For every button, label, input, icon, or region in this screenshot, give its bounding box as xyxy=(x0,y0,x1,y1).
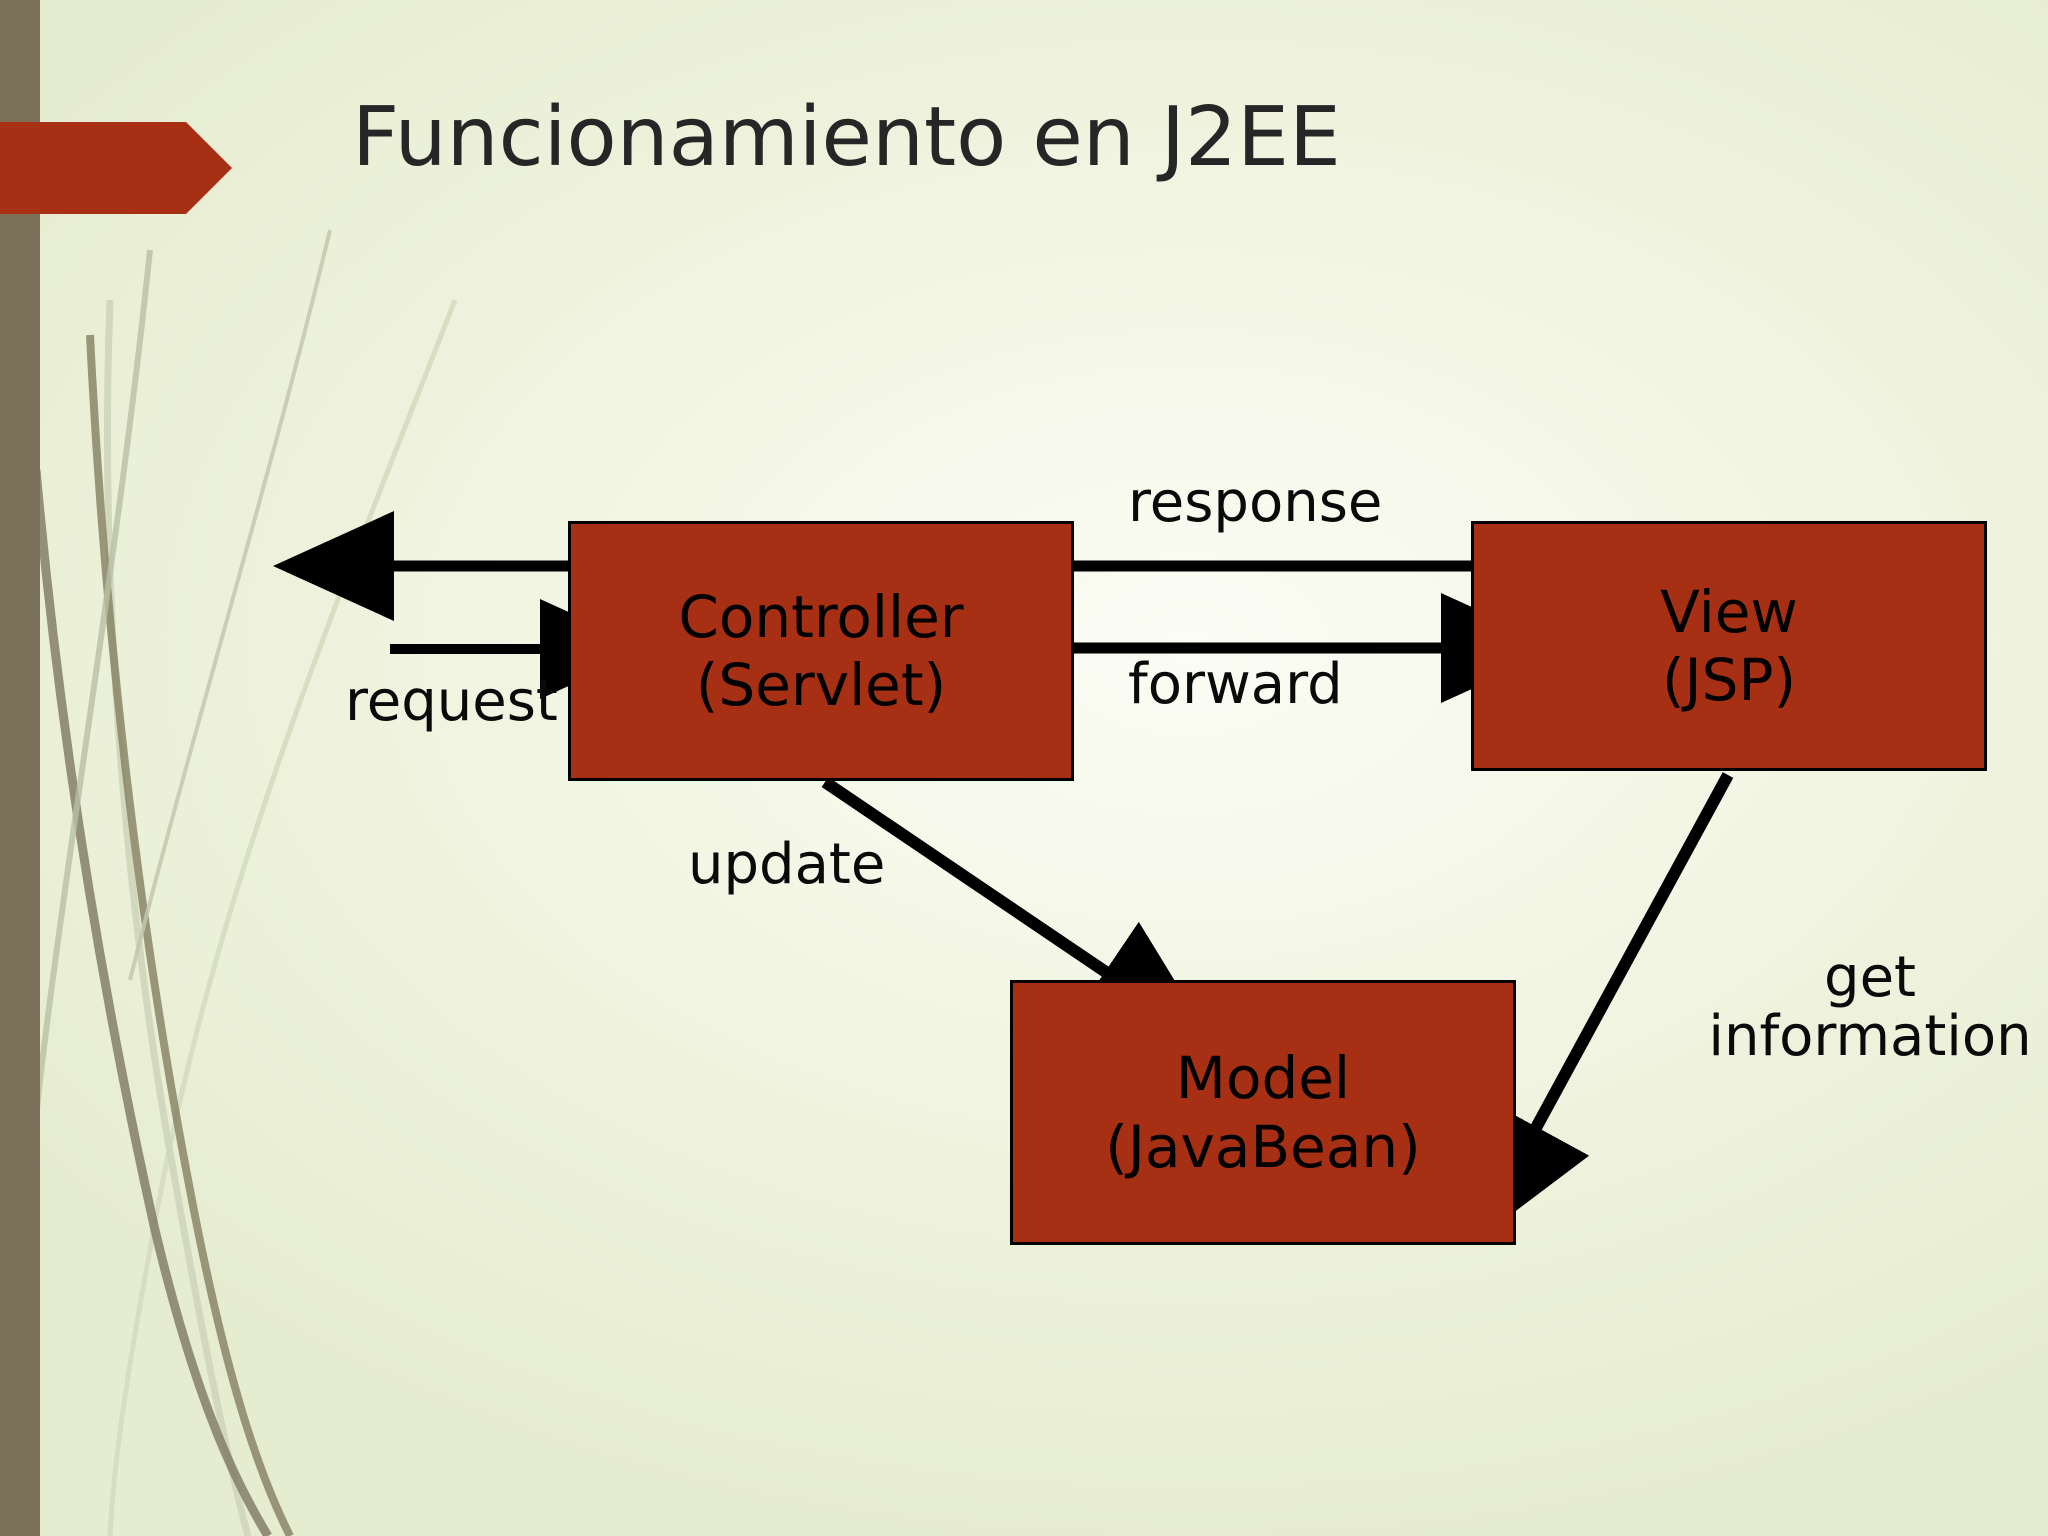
node-model-line1: Model xyxy=(1175,1044,1351,1113)
edge-label-update: update xyxy=(688,832,886,897)
node-controller-line2: (Servlet) xyxy=(695,651,947,719)
node-view-line2: (JSP) xyxy=(1661,646,1797,714)
edge-label-get-information-line1: get xyxy=(1824,945,1916,1010)
node-view-line1: View xyxy=(1660,577,1798,646)
edge-label-response: response xyxy=(1128,470,1383,535)
edge-update-line xyxy=(821,777,1215,1046)
node-model[interactable]: Model (JavaBean) xyxy=(1010,980,1516,1245)
node-model-line2: (JavaBean) xyxy=(1105,1112,1421,1181)
node-view[interactable]: View (JSP) xyxy=(1471,521,1987,771)
left-accent-band xyxy=(0,0,40,1536)
node-controller-line1: Controller xyxy=(678,582,964,651)
node-controller[interactable]: Controller (Servlet) xyxy=(568,521,1074,781)
edge-label-forward: forward xyxy=(1128,652,1343,717)
page-title: Funcionamiento en J2EE xyxy=(352,90,1341,185)
edge-get-information-line xyxy=(1473,772,1734,1243)
edge-label-request: request xyxy=(345,669,558,734)
edge-label-get-information: get information xyxy=(1700,948,2040,1067)
edge-label-get-information-line2: information xyxy=(1708,1004,2032,1070)
red-chevron-banner-icon xyxy=(0,122,232,214)
